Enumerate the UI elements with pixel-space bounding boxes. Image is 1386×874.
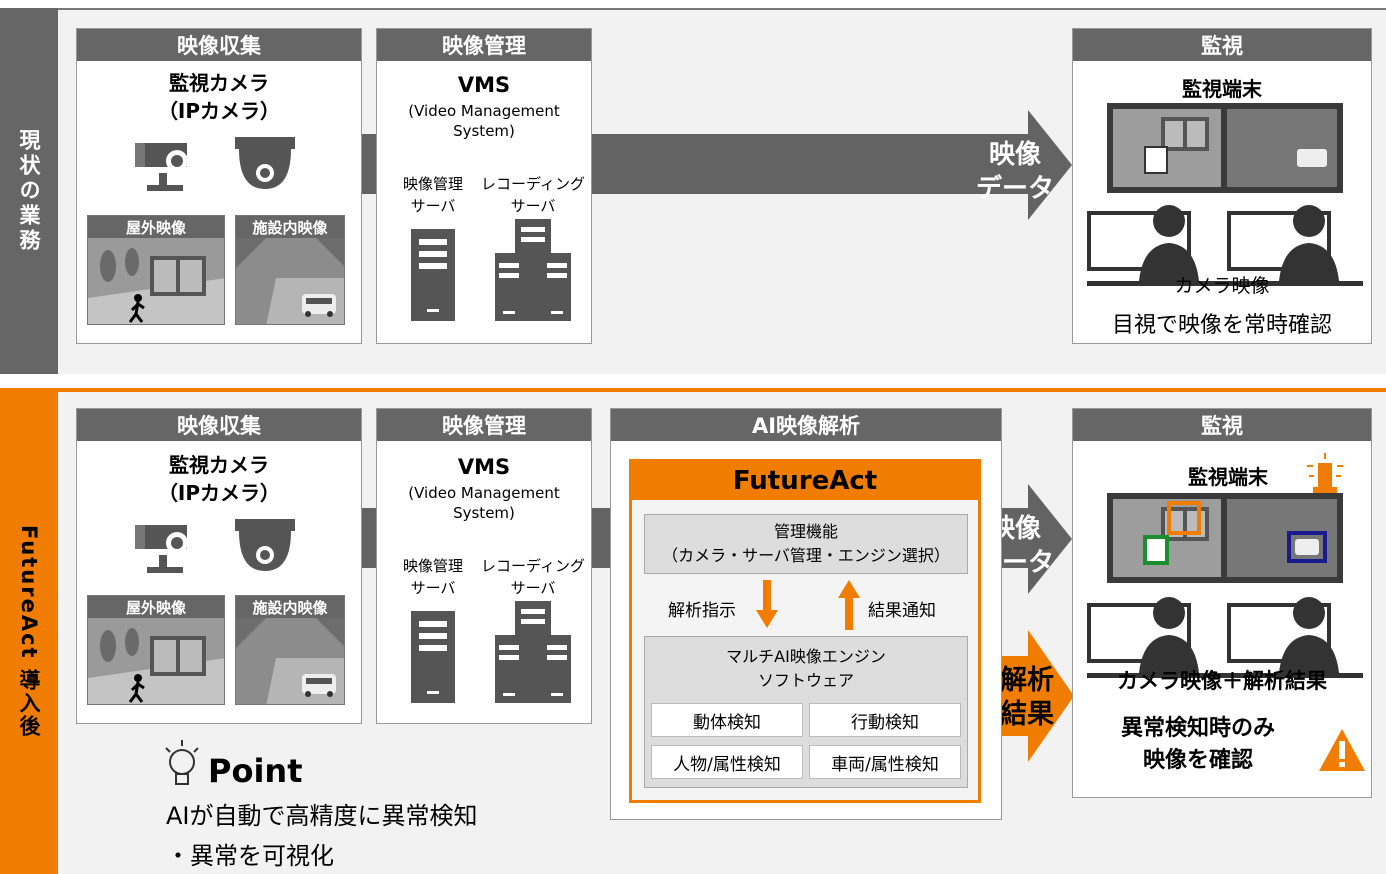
vms-server-label-2: 映像管理サーバ: [402, 557, 463, 597]
indoor-video-caption: 施設内映像: [236, 216, 344, 238]
analysis-instruction-label: 解析指示: [668, 601, 736, 621]
monitor-note: 目視で映像を常時確認: [1111, 313, 1332, 338]
futureact-product-title: FutureAct: [632, 462, 978, 500]
box-camera-icon-2: [135, 525, 188, 573]
video-data-label: 映像データ: [975, 140, 1054, 204]
dome-camera-icon-2: [235, 519, 295, 571]
monitor-caption: カメラ映像: [1174, 275, 1270, 297]
recording-server-icon-2: [495, 601, 571, 703]
outdoor-video-image-2: 屋外映像: [87, 595, 225, 705]
current-row-label: 現状の業務: [17, 128, 41, 254]
manage-header: 映像管理: [377, 29, 591, 61]
analysis-result-label: 解析結果: [1000, 665, 1054, 730]
ai-engine-box: マルチAI映像エンジンソフトウェア 動体検知 行動検知 人物/属性検知 車両/属…: [644, 636, 968, 788]
management-function-box: 管理機能（カメラ・サーバ管理・エンジン選択）: [644, 514, 968, 574]
outdoor-scene: [88, 238, 224, 324]
lightbulb-icon: [165, 740, 199, 785]
camera-title: 監視カメラ（IPカメラ）: [157, 71, 281, 123]
operator-icon: [1087, 205, 1363, 286]
current-label-bar: [0, 8, 58, 374]
outdoor-scene-2: [88, 618, 224, 704]
indoor-video-image-2: 施設内映像: [235, 595, 345, 705]
data-flow-arrow-head-2: [1028, 484, 1072, 594]
monitor-box-2: 監視 監視端末 カメラ映像＋解析結果 異常検知時のみ映像を確認: [1072, 408, 1372, 798]
futureact-row-label: FutureAct 導入後: [17, 524, 41, 738]
monitor-terminal-title: 監視端末: [1182, 77, 1262, 101]
monitor-header-2: 監視: [1073, 409, 1371, 441]
camera-title-2: 監視カメラ（IPカメラ）: [157, 453, 281, 505]
monitor-header: 監視: [1073, 29, 1371, 61]
indoor-scene: [236, 238, 344, 324]
feature-motion-detection: 動体検知: [651, 703, 803, 737]
collect-box: 映像収集 監視カメラ（IPカメラ） 屋外映像 施設内映像: [76, 28, 362, 344]
outdoor-video-caption: 屋外映像: [88, 216, 224, 238]
point-line2: ・異常を可視化: [166, 842, 334, 870]
vms-title: VMS: [457, 73, 511, 97]
point-line1: AIが自動で高精度に異常検知: [166, 802, 478, 830]
monitor-screen-icon-2: [1107, 493, 1343, 583]
analysis-header: AI映像解析: [611, 409, 1001, 441]
monitor-caption-2: カメラ映像＋解析結果: [1117, 669, 1327, 693]
monitor-box: 監視 監視端末 カメラ映像 目視で映像を常時確認: [1072, 28, 1372, 344]
collect-header-2: 映像収集: [77, 409, 361, 441]
vms-server-icon-2: [411, 611, 455, 703]
analysis-box: AI映像解析 FutureAct 管理機能（カメラ・サーバ管理・エンジン選択） …: [610, 408, 1002, 820]
dome-camera-icon: [235, 137, 295, 189]
collect-header: 映像収集: [77, 29, 361, 61]
analysis-result-arrow-head: [1028, 630, 1074, 762]
collect-box-2: 映像収集 監視カメラ（IPカメラ） 屋外映像 施設内映像: [76, 408, 362, 724]
outdoor-video-image: 屋外映像: [87, 215, 225, 325]
futureact-label-bar: [0, 388, 58, 874]
data-flow-arrow-head: [1028, 110, 1072, 220]
recording-server-label: レコーディングサーバ: [481, 175, 585, 215]
up-arrow-icon: [838, 580, 860, 630]
result-notification-label: 結果通知: [868, 601, 936, 621]
operator-icon-2: [1087, 597, 1363, 678]
monitor-note-2: 異常検知時のみ映像を確認: [1120, 716, 1275, 773]
indoor-video-caption-2: 施設内映像: [236, 596, 344, 618]
vms-server-label: 映像管理サーバ: [402, 175, 463, 215]
recording-server-label-2: レコーディングサーバ: [481, 557, 585, 597]
monitor-terminal-title-2: 監視端末: [1188, 465, 1268, 489]
vms-server-icon: [411, 229, 455, 321]
point-title: Point: [208, 752, 303, 790]
outdoor-video-caption-2: 屋外映像: [88, 596, 224, 618]
futureact-panel: FutureAct 管理機能（カメラ・サーバ管理・エンジン選択） 解析指示 結果…: [629, 459, 981, 803]
alert-light-icon: [1307, 453, 1343, 493]
monitor-screen-icon: [1107, 103, 1343, 193]
feature-behavior-detection: 行動検知: [809, 703, 961, 737]
vms-title-2: VMS: [457, 455, 511, 479]
indoor-video-image: 施設内映像: [235, 215, 345, 325]
warning-icon: [1319, 729, 1365, 771]
manage-header-2: 映像管理: [377, 409, 591, 441]
feature-vehicle-detection: 車両/属性検知: [809, 745, 961, 779]
ai-engine-title: マルチAI映像エンジンソフトウェア: [726, 647, 886, 690]
recording-server-icon: [495, 219, 571, 321]
box-camera-icon: [135, 143, 188, 191]
indoor-scene-2: [236, 618, 344, 704]
down-arrow-icon: [756, 580, 778, 628]
feature-person-detection: 人物/属性検知: [651, 745, 803, 779]
